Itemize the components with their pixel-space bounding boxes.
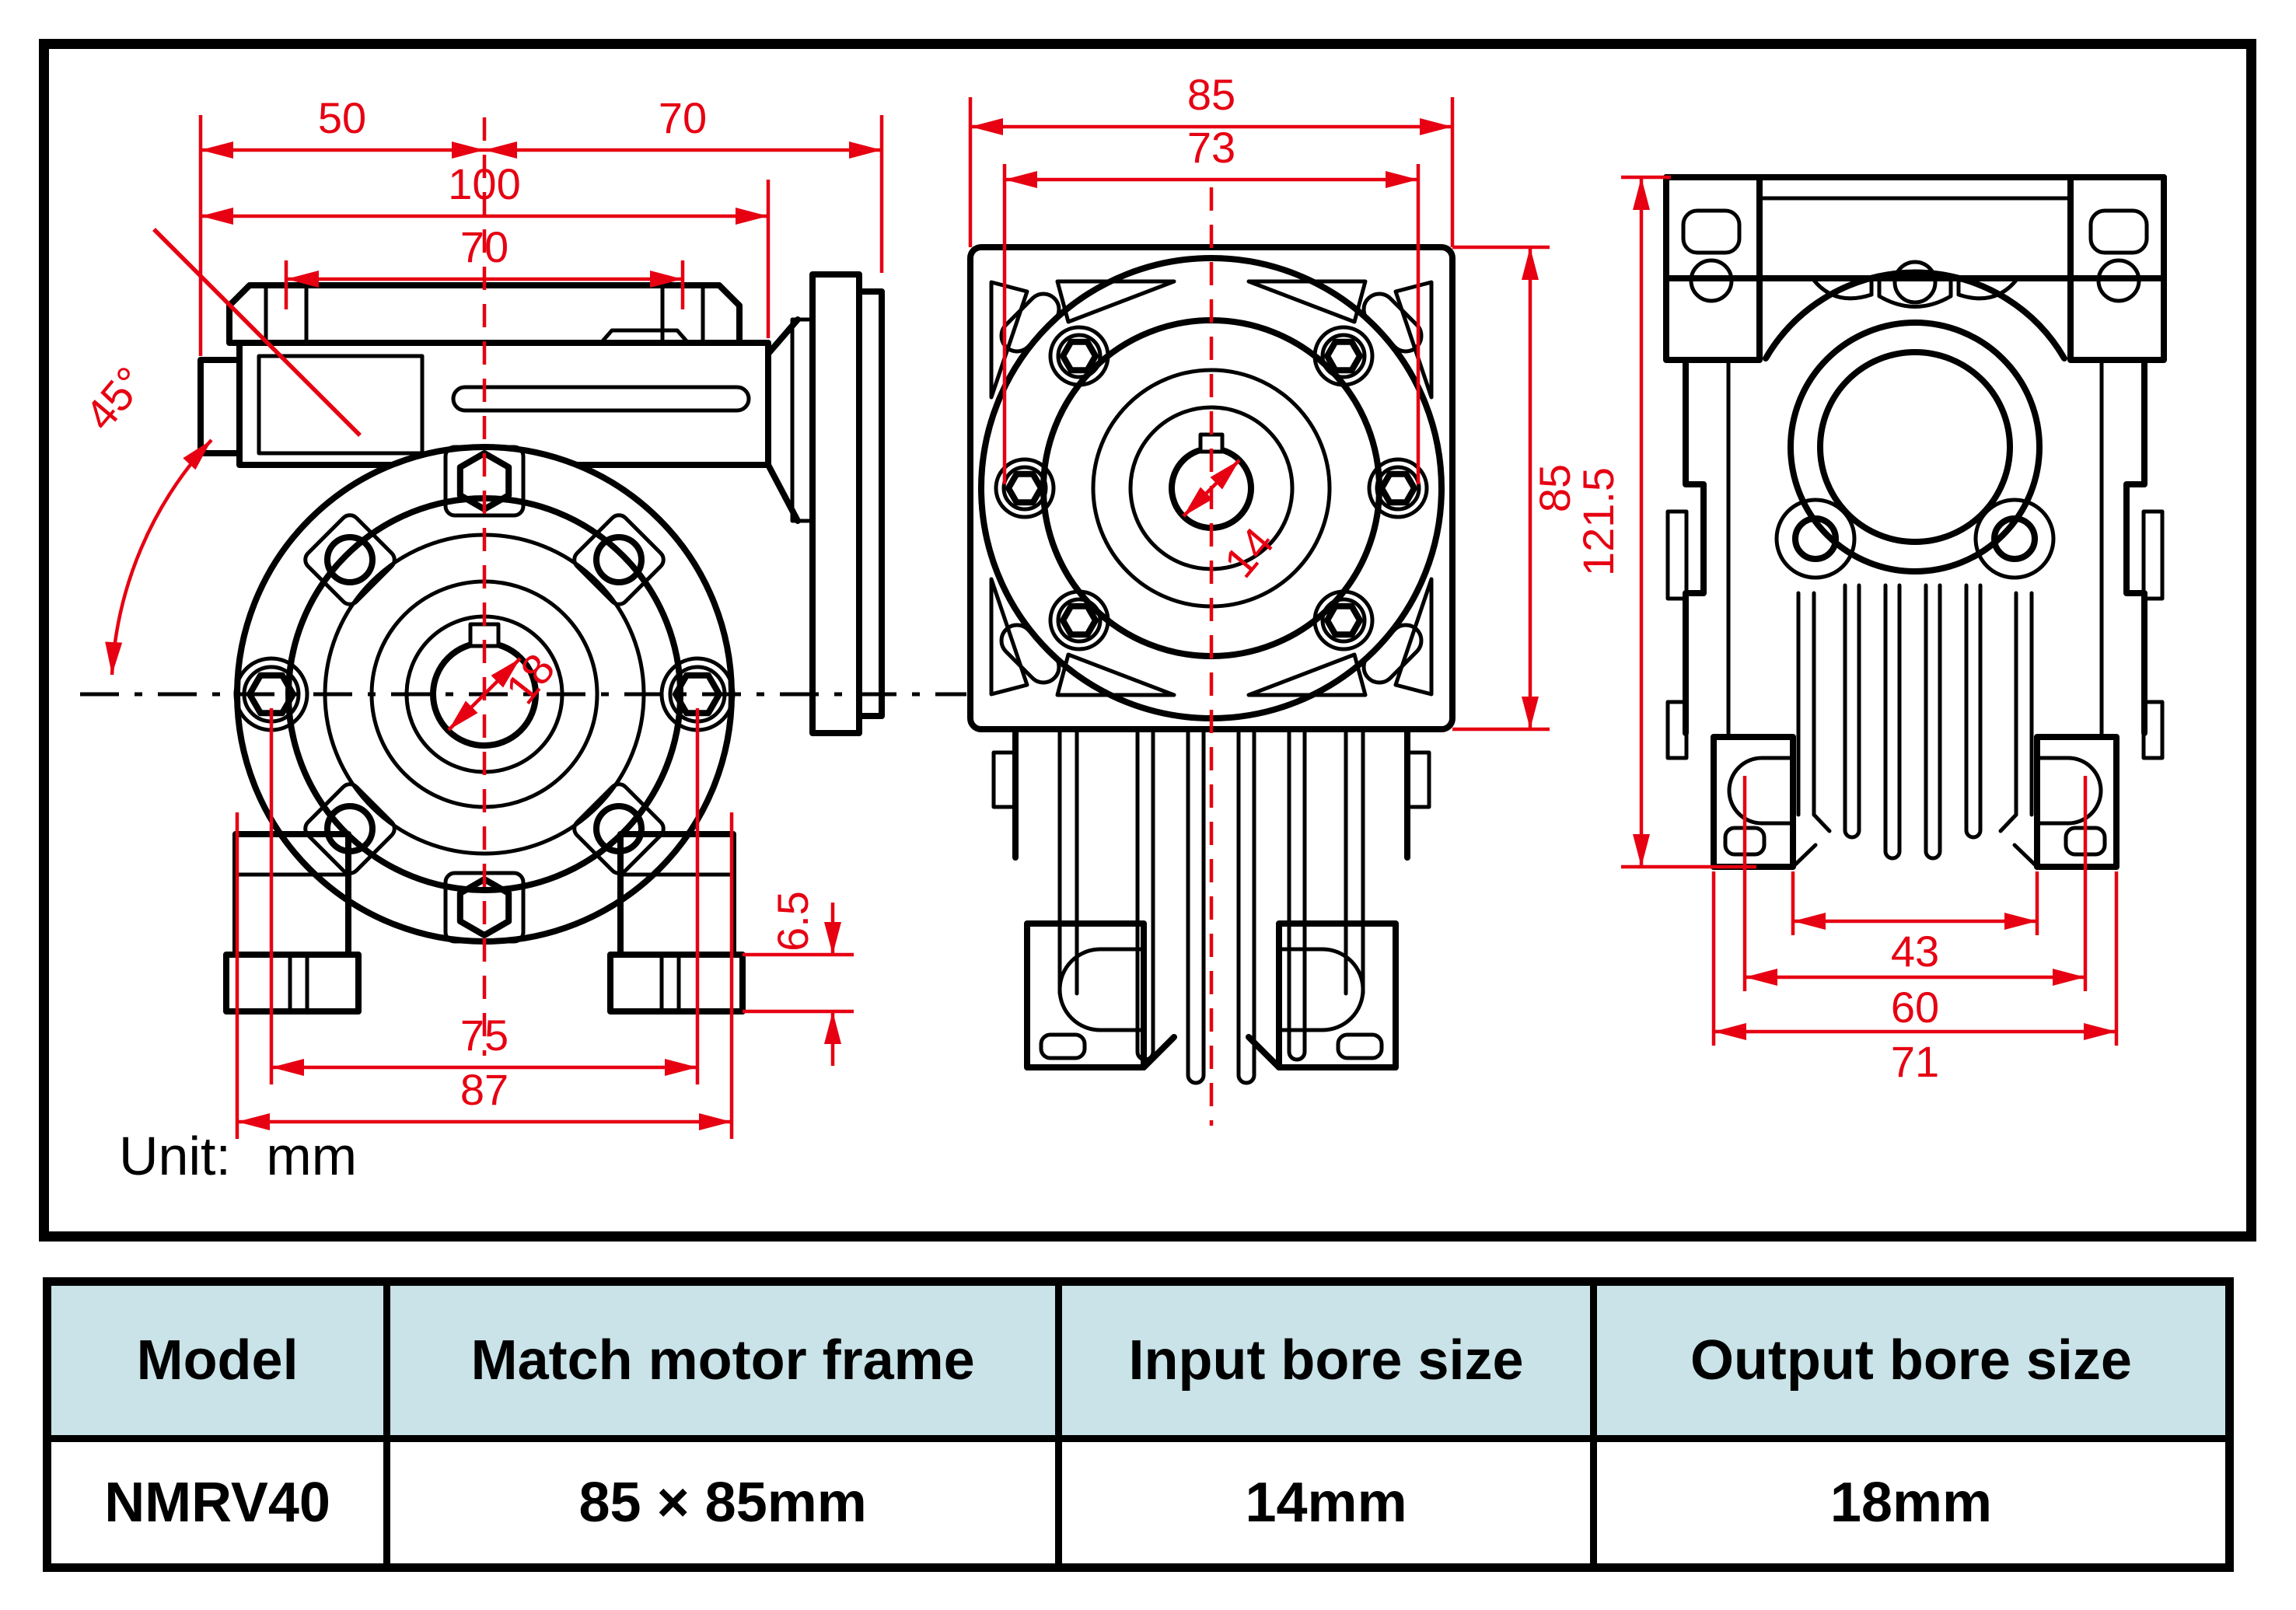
dim-width-total: 100: [448, 159, 520, 208]
front-view: 85 73 85 14: [967, 70, 1579, 1126]
dim-bolt-circle: 75: [460, 1011, 508, 1060]
front-view-lower-housing: [991, 726, 1431, 1085]
side-view-dimensions: 50 70 100 70 45° 18 6.5: [75, 93, 884, 1139]
header-model: Model: [51, 1286, 391, 1435]
dim-foot-inner-span: 43: [1891, 927, 1939, 976]
dim-frame-height: 85: [1530, 464, 1579, 512]
spec-table: Model Match motor frame Input bore size …: [43, 1277, 2234, 1572]
top-view-mounting-plate: [1663, 174, 2167, 363]
header-match-motor-frame: Match motor frame: [390, 1286, 1063, 1435]
value-match-motor-frame: 85 × 85mm: [390, 1442, 1063, 1563]
spec-table-data-row: NMRV40 85 × 85mm 14mm 18mm: [51, 1442, 2225, 1563]
top-view-body: [1665, 357, 2165, 867]
dim-foot-slot-span: 60: [1891, 983, 1939, 1032]
value-model: NMRV40: [51, 1442, 391, 1563]
value-input-bore-size: 14mm: [1062, 1442, 1597, 1563]
dim-width-left: 50: [318, 93, 366, 142]
dim-width-right: 70: [659, 93, 707, 142]
gearbox-drawing: 50 70 100 70 45° 18 6.5: [75, 70, 2167, 1186]
dim-total-height: 121.5: [1574, 467, 1623, 576]
header-output-bore-size: Output bore size: [1690, 1329, 2132, 1392]
unit-label: Unit: mm: [119, 1126, 357, 1186]
dim-foot-outer-span: 71: [1891, 1037, 1939, 1086]
dim-bolt-span: 70: [460, 222, 508, 271]
dim-frame-width: 85: [1187, 70, 1235, 119]
spec-table-header-row: Model Match motor frame Input bore size …: [51, 1286, 2225, 1442]
side-view: 50 70 100 70 45° 18 6.5: [75, 93, 966, 1139]
dim-angle: 45°: [75, 358, 156, 439]
top-view-output-boss: [1763, 269, 2067, 580]
header-input-bore-size: Input bore size: [1062, 1286, 1597, 1435]
dim-foot-pad-height: 6.5: [768, 891, 817, 952]
dim-flange-width: 87: [460, 1065, 508, 1114]
side-view-housing: [197, 271, 885, 736]
drawing-panel: 50 70 100 70 45° 18 6.5: [39, 39, 2256, 1242]
value-output-bore-size: 18mm: [1829, 1472, 1993, 1534]
top-view-dimensions: 121.5 43 60 71: [1574, 175, 2119, 1086]
dim-bolt-spacing: 73: [1187, 123, 1235, 172]
top-view: 121.5 43 60 71: [1574, 174, 2167, 1086]
